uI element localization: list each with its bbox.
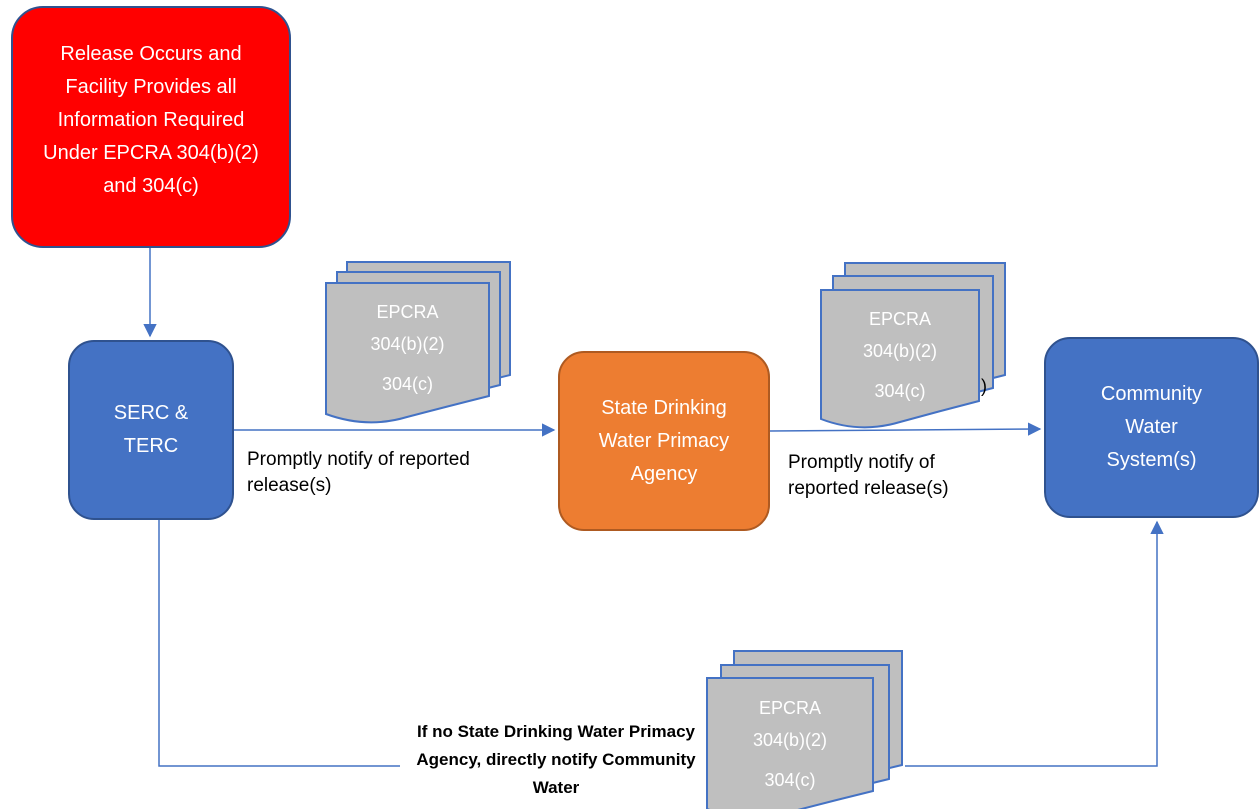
- release-node-label: Release Occurs and Facility Provides all…: [43, 43, 259, 197]
- document-sheet-front: [706, 677, 874, 809]
- edge-label-serc-to-state: Promptly notify of reported release(s): [247, 449, 470, 496]
- document-1-line1: EPCRA: [376, 302, 439, 322]
- document-2-line3: 304(c): [874, 381, 926, 401]
- serc-terc-label: SERC & TERC: [113, 402, 189, 457]
- edge-label-state-to-community: Promptly notify of reported release(s): [788, 452, 949, 499]
- document-stack-3: [706, 650, 903, 809]
- community-water-label: Community Water System(s): [1100, 383, 1203, 471]
- serc-terc-node: SERC & TERC: [68, 340, 234, 520]
- edge-label-direct: If no State Drinking Water Primacy Agenc…: [416, 722, 696, 797]
- document-2-line1: EPCRA: [868, 309, 931, 329]
- document-3-text: EPCRA 304(b)(2) 304(c): [707, 692, 873, 796]
- document-stack-2: [820, 262, 1006, 429]
- document-3-line3: 304(c): [764, 770, 816, 790]
- arrow-direct-to-community: [905, 520, 1164, 767]
- document-stack-1: [325, 261, 511, 424]
- document-2-back-text: ): [981, 376, 987, 396]
- document-sheet-front: [325, 282, 490, 424]
- line-serc-direct-bottom: [158, 520, 400, 767]
- state-agency-node: State Drinking Water Primacy Agency: [558, 351, 770, 531]
- arrow-state-to-community: [769, 422, 1042, 436]
- document-3-line1: EPCRA: [758, 698, 821, 718]
- community-water-node: Community Water System(s): [1044, 337, 1259, 518]
- document-3-line2: 304(b)(2): [752, 730, 828, 750]
- document-sheet-front: [820, 289, 980, 429]
- document-1-line2: 304(b)(2): [370, 334, 445, 354]
- state-agency-label: State Drinking Water Primacy Agency: [598, 396, 730, 485]
- release-node: Release Occurs and Facility Provides all…: [11, 6, 291, 248]
- document-1-text: EPCRA 304(b)(2) 304(c): [326, 296, 489, 400]
- document-2-text: EPCRA 304(b)(2) 304(c): [821, 303, 979, 407]
- document-1-line3: 304(c): [381, 374, 434, 394]
- document-2-line2: 304(b)(2): [862, 341, 938, 361]
